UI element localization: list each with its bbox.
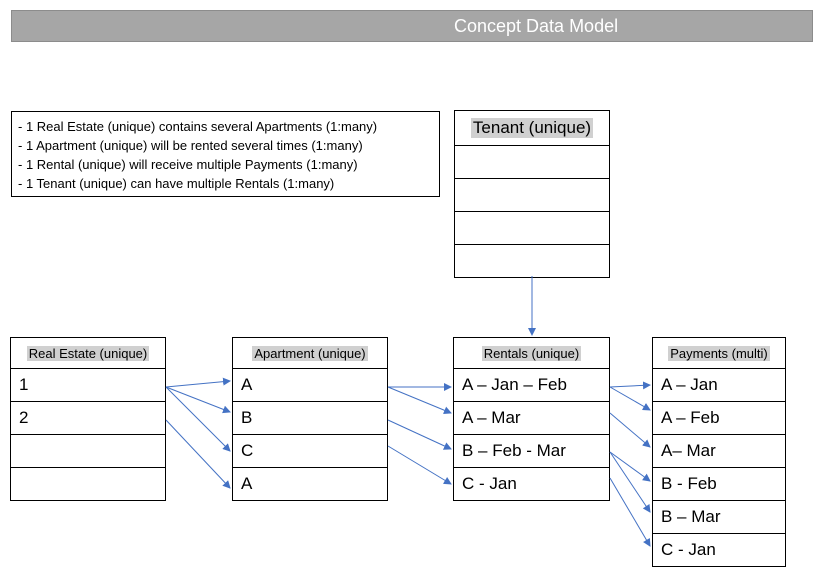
- apartment-header-label: Apartment (unique): [252, 345, 368, 361]
- arrow-rental-3-to-pay-5: [609, 451, 651, 513]
- rentals-table: Rentals (unique) A – Jan – Feb A – Mar B…: [453, 337, 610, 501]
- table-row: [455, 145, 609, 178]
- table-row: C - Jan: [454, 467, 609, 500]
- table-row: B – Mar: [653, 500, 785, 533]
- tenant-table-header: Tenant (unique): [455, 111, 609, 145]
- table-row: A: [233, 467, 387, 500]
- arrow-rental-3-to-pay-4: [609, 451, 651, 482]
- note-line: - 1 Real Estate (unique) contains severa…: [18, 119, 378, 134]
- table-row: [455, 211, 609, 244]
- table-row: A– Mar: [653, 434, 785, 467]
- table-row: [11, 467, 165, 500]
- table-row: A – Mar: [454, 401, 609, 434]
- tenant-header-label: Tenant (unique): [470, 118, 594, 138]
- arrow-rental-1-to-pay-1: [609, 381, 651, 390]
- table-row: C - Jan: [653, 533, 785, 566]
- arrow-rental-2-to-pay-3: [609, 412, 651, 448]
- rentals-table-header: Rentals (unique): [454, 338, 609, 368]
- note-line: - 1 Tenant (unique) can have multiple Re…: [18, 176, 335, 191]
- page-title: Concept Data Model: [454, 16, 619, 36]
- payments-table: Payments (multi) A – Jan A – Feb A– Mar …: [652, 337, 786, 567]
- table-row: B – Feb - Mar: [454, 434, 609, 467]
- table-row: A – Jan – Feb: [454, 368, 609, 401]
- payments-header-label: Payments (multi): [668, 345, 770, 361]
- payments-table-header: Payments (multi): [653, 338, 785, 368]
- real-estate-table-header: Real Estate (unique): [11, 338, 165, 368]
- apartment-table-header: Apartment (unique): [233, 338, 387, 368]
- real-estate-table: Real Estate (unique) 1 2: [10, 337, 166, 501]
- table-row: B: [233, 401, 387, 434]
- table-row: [455, 178, 609, 211]
- rentals-header-label: Rentals (unique): [481, 345, 582, 361]
- tenant-table: Tenant (unique): [454, 110, 610, 278]
- arrow-re2-to-apt-a: [165, 419, 231, 489]
- arrow-rental-1-to-pay-2: [609, 386, 651, 411]
- notes-box: - 1 Real Estate (unique) contains severa…: [11, 111, 440, 197]
- arrow-apt-a-to-rental-2: [387, 386, 452, 415]
- table-row: B - Feb: [653, 467, 785, 500]
- note-line: - 1 Rental (unique) will receive multipl…: [18, 157, 358, 172]
- title-bar: Concept Data Model: [11, 10, 813, 42]
- table-row: A: [233, 368, 387, 401]
- arrow-rental-4-to-pay-6: [609, 477, 651, 547]
- table-row: A – Jan: [653, 368, 785, 401]
- real-estate-header-label: Real Estate (unique): [26, 345, 150, 361]
- table-row: A – Feb: [653, 401, 785, 434]
- apartment-table: Apartment (unique) A B C A: [232, 337, 388, 501]
- table-row: [11, 434, 165, 467]
- table-row: C: [233, 434, 387, 467]
- arrow-re1-to-apt-b: [165, 386, 231, 414]
- table-row: 1: [11, 368, 165, 401]
- arrow-re1-to-apt-c: [165, 386, 231, 452]
- table-row: 2: [11, 401, 165, 434]
- arrow-apt-c-to-rental-4: [387, 445, 452, 485]
- arrow-re1-to-apt-a: [165, 377, 231, 388]
- table-row: [455, 244, 609, 277]
- arrow-apt-b-to-rental-3: [387, 419, 452, 450]
- note-line: - 1 Apartment (unique) will be rented se…: [18, 138, 363, 153]
